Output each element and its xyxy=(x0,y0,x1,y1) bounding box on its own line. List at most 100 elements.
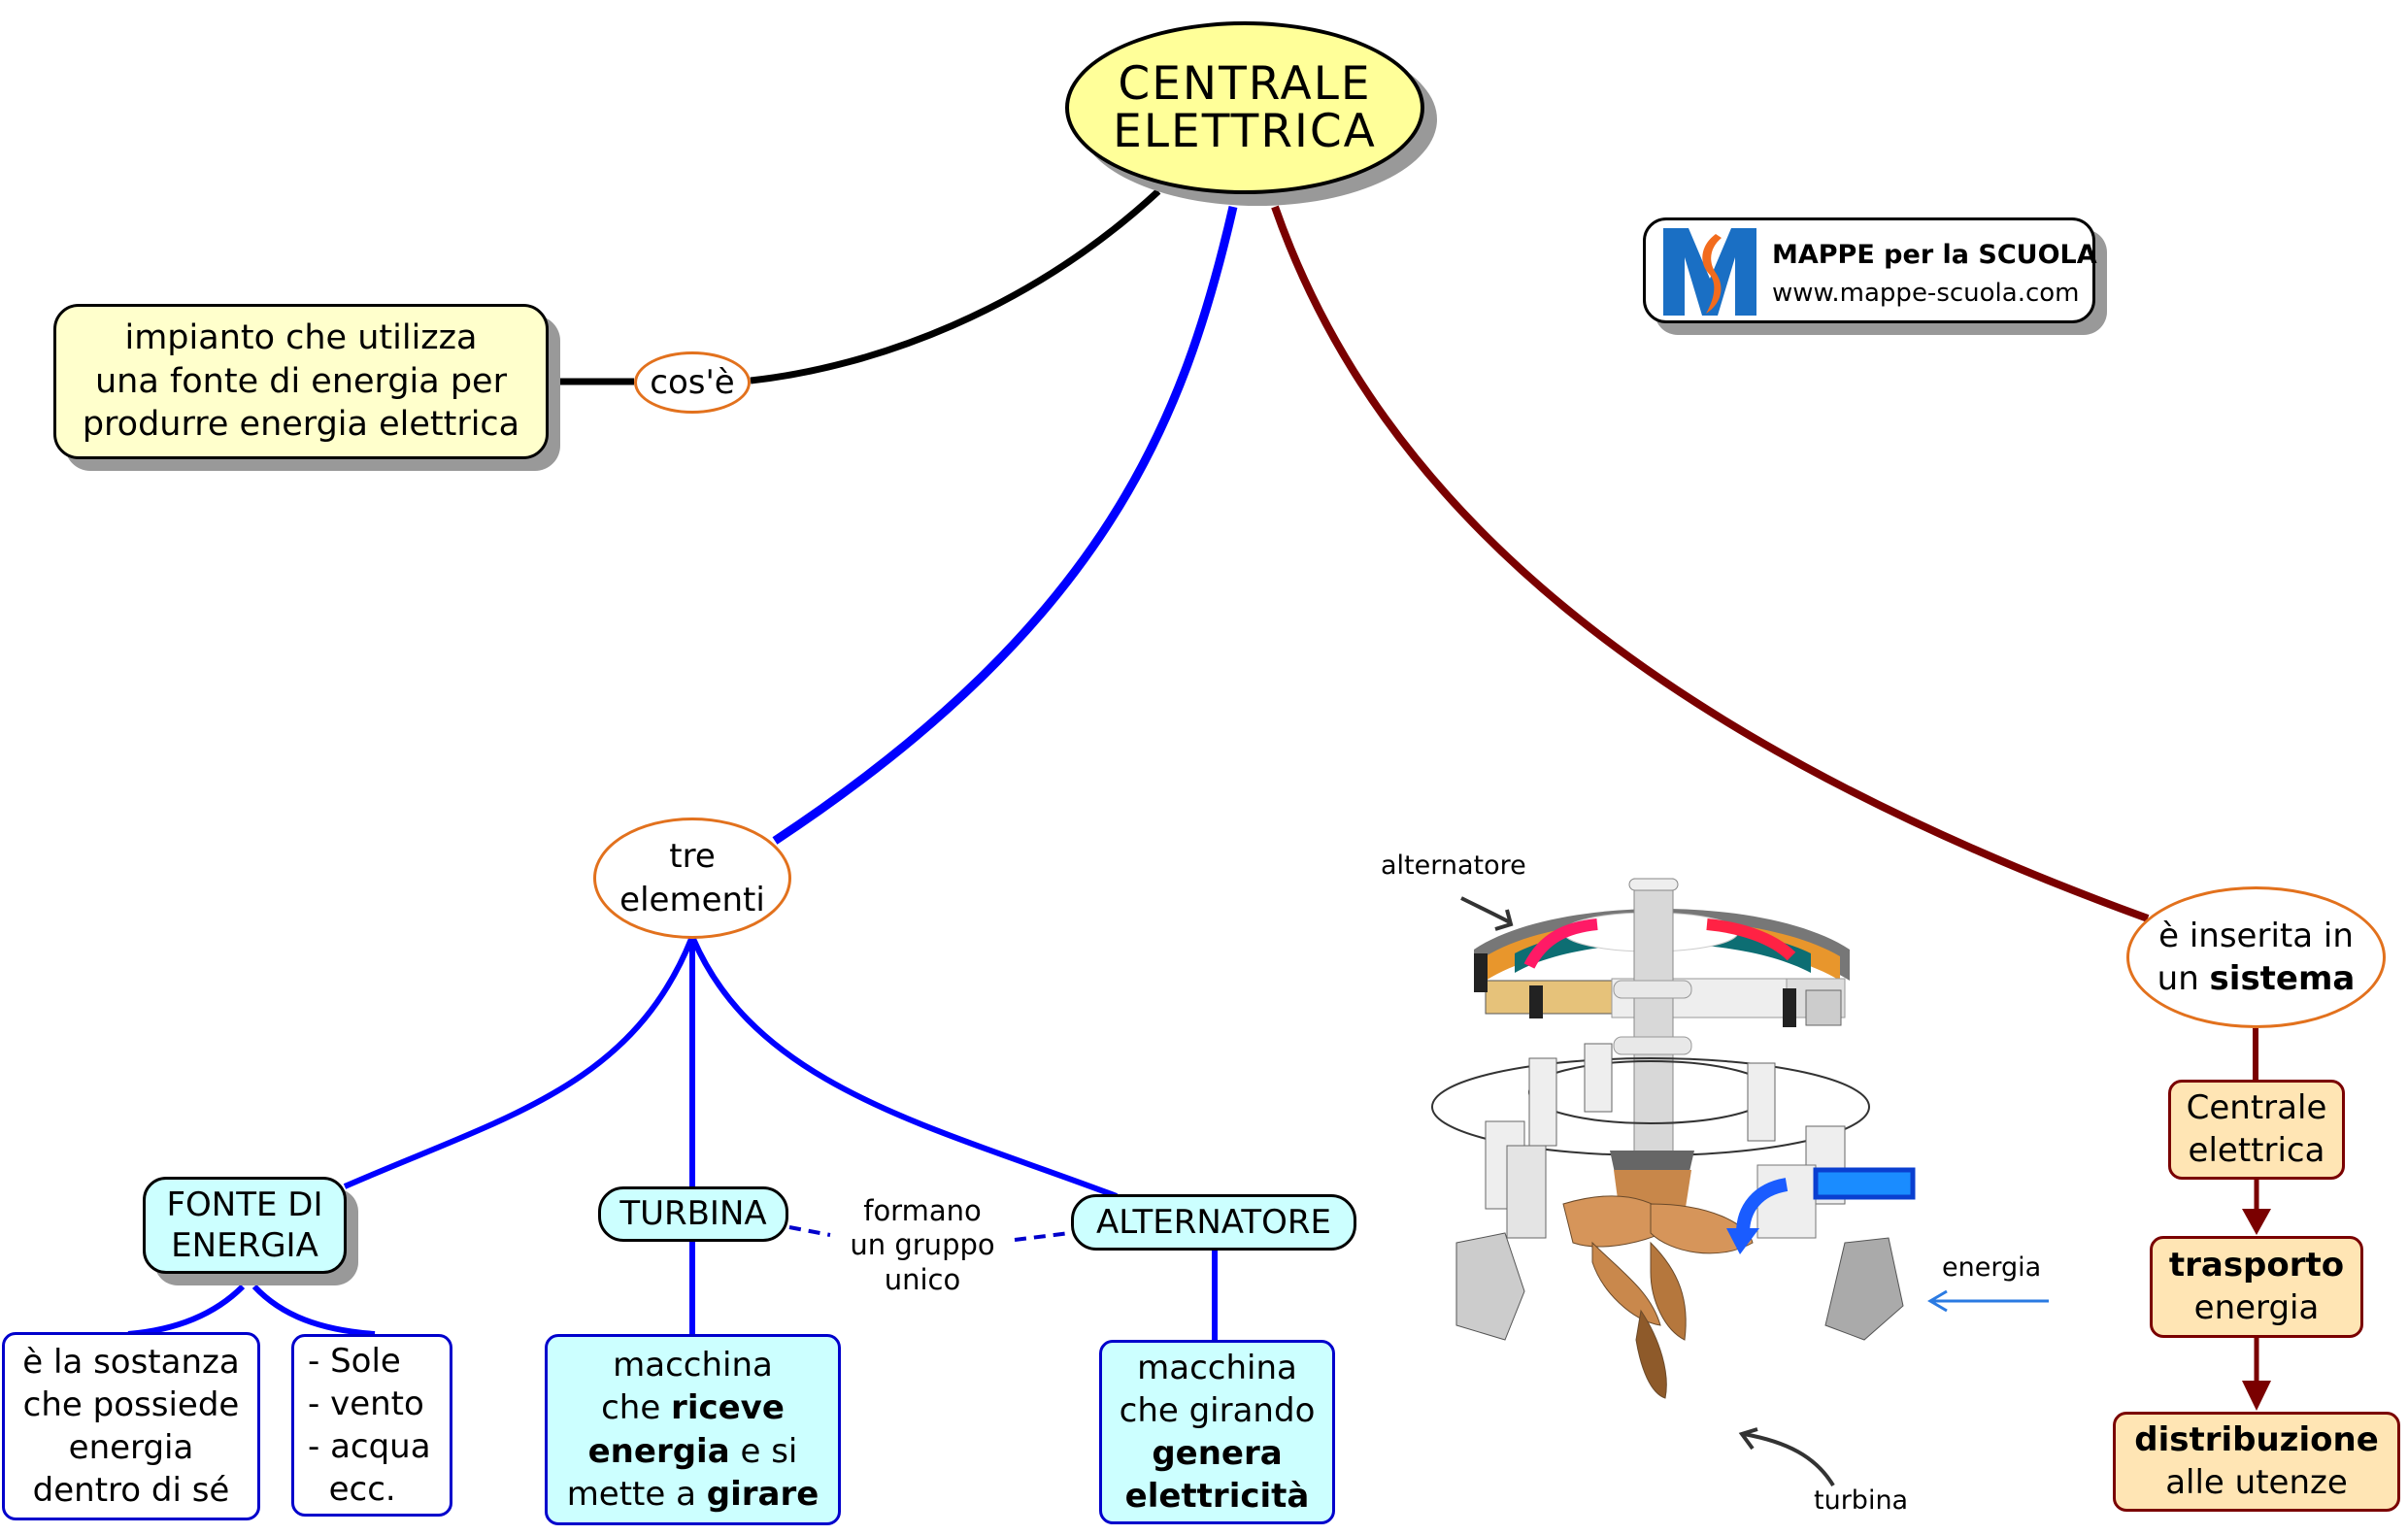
arrowhead-icon xyxy=(2242,1381,2271,1411)
text-line: un sistema xyxy=(2157,957,2356,1000)
text-line: elettricità xyxy=(1125,1475,1310,1518)
concept-turbina[interactable]: TURBINA xyxy=(598,1186,788,1242)
definition-box[interactable]: impianto che utilizza una fonte di energ… xyxy=(53,304,549,459)
bold-text: distribuzione xyxy=(2134,1419,2379,1459)
turbina-pointer-arrowhead-icon xyxy=(1738,1427,1758,1451)
link-main-to-sistema xyxy=(1271,205,2150,922)
text-line: alle utenze xyxy=(2165,1462,2348,1505)
pointer-arrow-icon xyxy=(1460,896,1511,924)
link-label-text: elementi xyxy=(619,880,765,919)
link-fonte-to-examples xyxy=(251,1284,376,1337)
bold-text: genera xyxy=(1152,1434,1283,1473)
text-line: genera xyxy=(1152,1432,1282,1475)
text-line: energia e si xyxy=(588,1430,798,1473)
text-line: è inserita in xyxy=(2158,915,2354,957)
text: che girando xyxy=(1119,1390,1316,1430)
example-item: - Sole xyxy=(308,1341,401,1381)
main-concept-centrale-elettrica[interactable]: CENTRALE ELETTRICA xyxy=(1065,21,1424,194)
text: che xyxy=(601,1388,672,1428)
example-item: - vento xyxy=(308,1384,424,1423)
definition-line: una fonte di energia per xyxy=(95,361,507,401)
illustration-label-energia: energia xyxy=(1942,1252,2042,1283)
text: elettrica xyxy=(2188,1130,2325,1170)
link-label-text: cos'è xyxy=(650,362,735,402)
text-line: mette a girare xyxy=(567,1473,819,1516)
turbina-pointer-arrow-icon xyxy=(1743,1432,1835,1487)
text: alle utenze xyxy=(2165,1462,2348,1502)
link-label-formano-gruppo-unico[interactable]: formano un gruppo unico xyxy=(830,1192,1015,1299)
link-tre-to-fonte xyxy=(343,937,694,1189)
energia-pointer-arrowhead-icon xyxy=(1927,1289,1948,1313)
link-label-text: tre xyxy=(669,837,716,877)
description-line: è la sostanza xyxy=(22,1342,240,1382)
concept-alternatore[interactable]: ALTERNATORE xyxy=(1071,1194,1356,1251)
description-line: energia xyxy=(68,1428,194,1467)
fonte-examples-box[interactable]: - Sole - vento - acqua ecc. xyxy=(291,1334,452,1517)
text: macchina xyxy=(1137,1348,1297,1387)
text-line: che girando xyxy=(1120,1389,1316,1432)
text: Centrale xyxy=(2186,1087,2327,1127)
illustration-label-turbina: turbina xyxy=(1814,1485,1909,1516)
text-line: che riceve xyxy=(601,1386,785,1429)
bold-text: energia xyxy=(587,1431,730,1471)
example-item: - acqua xyxy=(308,1427,431,1466)
definition-line: impianto che utilizza xyxy=(124,318,478,358)
concept-fonte-di-energia[interactable]: FONTE DI ENERGIA xyxy=(143,1177,347,1274)
text: energia xyxy=(2193,1287,2320,1327)
bold-text: trasporto xyxy=(2168,1245,2345,1285)
text: macchina xyxy=(613,1346,773,1385)
link-label-text: un gruppo xyxy=(850,1228,995,1262)
concept-label: TURBINA xyxy=(619,1194,767,1234)
link-main-to-tre-elementi xyxy=(772,205,1238,845)
concept-label: ALTERNATORE xyxy=(1095,1202,1332,1242)
text-line: distribuzione xyxy=(2134,1419,2379,1462)
logo-url[interactable]: www.mappe-scuola.com xyxy=(1772,279,2080,308)
text: mette a xyxy=(566,1474,707,1514)
turbine-alternator-illustration xyxy=(1431,878,2049,1487)
bold-text: girare xyxy=(706,1474,819,1514)
definition-line: produrre energia elettrica xyxy=(82,405,520,445)
mappe-m-logo-icon xyxy=(1663,228,1756,316)
logo-title: MAPPE per la SCUOLA xyxy=(1772,240,2097,270)
turbine-housing-icon xyxy=(1431,1043,1904,1341)
text: e si xyxy=(729,1431,798,1471)
link-main-to-cose xyxy=(750,188,1161,384)
water-inflow-icon xyxy=(1726,1167,1916,1254)
description-line: che possiede xyxy=(22,1385,240,1424)
title-line: CENTRALE xyxy=(1118,56,1372,111)
text: un xyxy=(2157,959,2210,998)
description-line: dentro di sé xyxy=(32,1471,230,1511)
fonte-description-box[interactable]: è la sostanza che possiede energia dentr… xyxy=(2,1332,260,1520)
link-fonte-to-desc xyxy=(127,1284,246,1337)
link-label-text: unico xyxy=(884,1262,961,1296)
text-line: macchina xyxy=(613,1344,773,1386)
link-label-cose[interactable]: cos'è xyxy=(634,351,751,414)
dashed-link-alternatore xyxy=(1014,1231,1071,1242)
illustration-label-alternatore: alternatore xyxy=(1381,851,1526,881)
link-label-text: formano xyxy=(863,1193,982,1227)
text-line: trasporto xyxy=(2169,1245,2344,1287)
text-line: elettrica xyxy=(2189,1130,2325,1173)
text-line: Centrale xyxy=(2187,1087,2327,1130)
text: è inserita in xyxy=(2158,916,2354,955)
link-tre-to-alternatore xyxy=(690,937,1119,1199)
mappe-scuola-logo[interactable]: MAPPE per la SCUOLA www.mappe-scuola.com xyxy=(1643,217,2097,323)
link-label-tre-elementi[interactable]: tre elementi xyxy=(593,818,791,939)
pointer-arrowhead-icon xyxy=(1494,909,1514,931)
concept-label: ENERGIA xyxy=(171,1226,318,1265)
arrowhead-icon xyxy=(2242,1209,2271,1235)
bold-text: sistema xyxy=(2209,959,2356,998)
bold-text: elettricità xyxy=(1124,1477,1310,1517)
bold-text: riceve xyxy=(671,1388,785,1428)
title-line: ELETTRICA xyxy=(1113,105,1377,158)
dashed-link-turbina xyxy=(788,1225,831,1237)
concept-label: FONTE DI xyxy=(166,1185,323,1224)
text-line: macchina xyxy=(1137,1347,1297,1389)
